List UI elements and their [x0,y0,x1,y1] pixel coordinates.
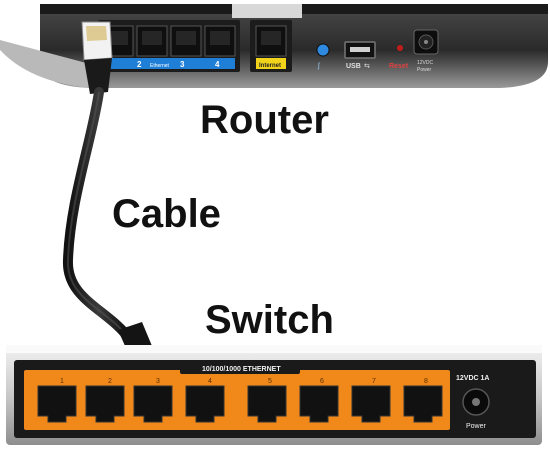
switch-port-number-3: 3 [156,378,160,385]
cable-title: Cable [112,192,221,236]
switch-title: Switch [205,298,334,342]
router-usb-label: USB [346,63,361,70]
router-wps-button[interactable] [316,43,330,57]
router-internet-label: Internet [259,63,281,69]
router-reset-label: Reset [389,63,409,70]
switch-port-number-2: 2 [108,378,112,385]
usb-icon: ⇆ [364,63,370,70]
switch-port-number-7: 7 [372,378,376,385]
switch-power-rating: 12VDC 1A [456,375,489,382]
switch-port-6[interactable] [299,385,339,423]
switch-orange-panel [24,370,450,430]
switch-port-number-6: 6 [320,378,324,385]
switch-power-label: Power [466,423,487,430]
switch-port-8[interactable] [403,385,443,423]
switch-port-2[interactable] [85,385,125,423]
router-title: Router [200,98,329,142]
wps-icon: ʃ [317,63,321,70]
switch-port-number-5: 5 [268,378,272,385]
router-port-number-3: 3 [180,60,185,69]
switch-port-1[interactable] [37,385,77,423]
router-port-number-2: 2 [137,60,142,69]
switch-device: 10/100/1000 ETHERNET 1 2 3 4 5 6 7 8 12V… [6,345,542,445]
router-reset-button[interactable] [397,45,403,51]
router-ethernet-label: Ethernet [150,63,170,69]
router-port-number-4: 4 [215,60,220,69]
switch-port-7[interactable] [351,385,391,423]
switch-port-number-1: 1 [60,378,64,385]
switch-port-number-4: 4 [208,378,212,385]
router-power-label-line2: Power [417,67,432,73]
router-ethernet-strip [103,58,235,69]
router-internet-strip [256,58,286,69]
router-power-label-line1: 12VDC [417,60,434,66]
switch-port-3[interactable] [133,385,173,423]
router-device: 2 Ethernet 3 4 Internet ʃ USB ⇆ Reset 12… [0,4,548,88]
switch-port-number-8: 8 [424,378,428,385]
switch-port-5[interactable] [247,385,287,423]
switch-banner: 10/100/1000 ETHERNET [202,366,281,373]
switch-port-4[interactable] [185,385,225,423]
